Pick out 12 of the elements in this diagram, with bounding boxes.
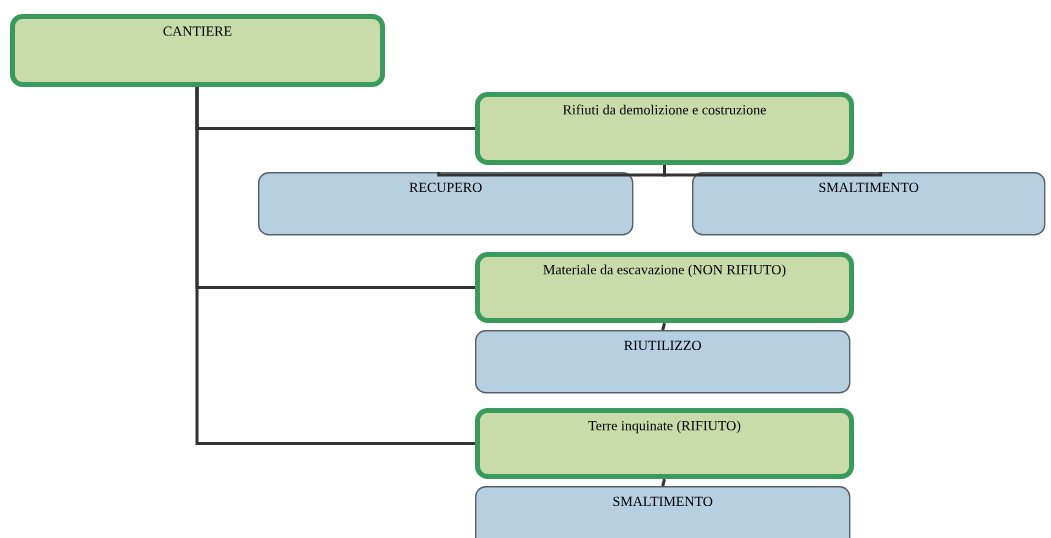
outcome-box: SMALTIMENTO [692,172,1046,236]
outcome-box: RECUPERO [258,172,634,236]
category-box: Rifiuti da demolizione e costruzione [475,92,854,165]
category-box: Terre inquinate (RIFIUTO) [475,408,854,479]
category-box: CANTIERE [10,14,385,87]
connector-line [661,322,666,331]
category-box: Materiale da escavazione (NON RIFIUTO) [475,252,854,323]
outcome-box: SMALTIMENTO [475,486,851,538]
outcome-box: RIUTILIZZO [475,330,851,394]
connector-line [195,87,475,445]
connector-line [663,165,883,177]
connector-line [661,478,666,487]
